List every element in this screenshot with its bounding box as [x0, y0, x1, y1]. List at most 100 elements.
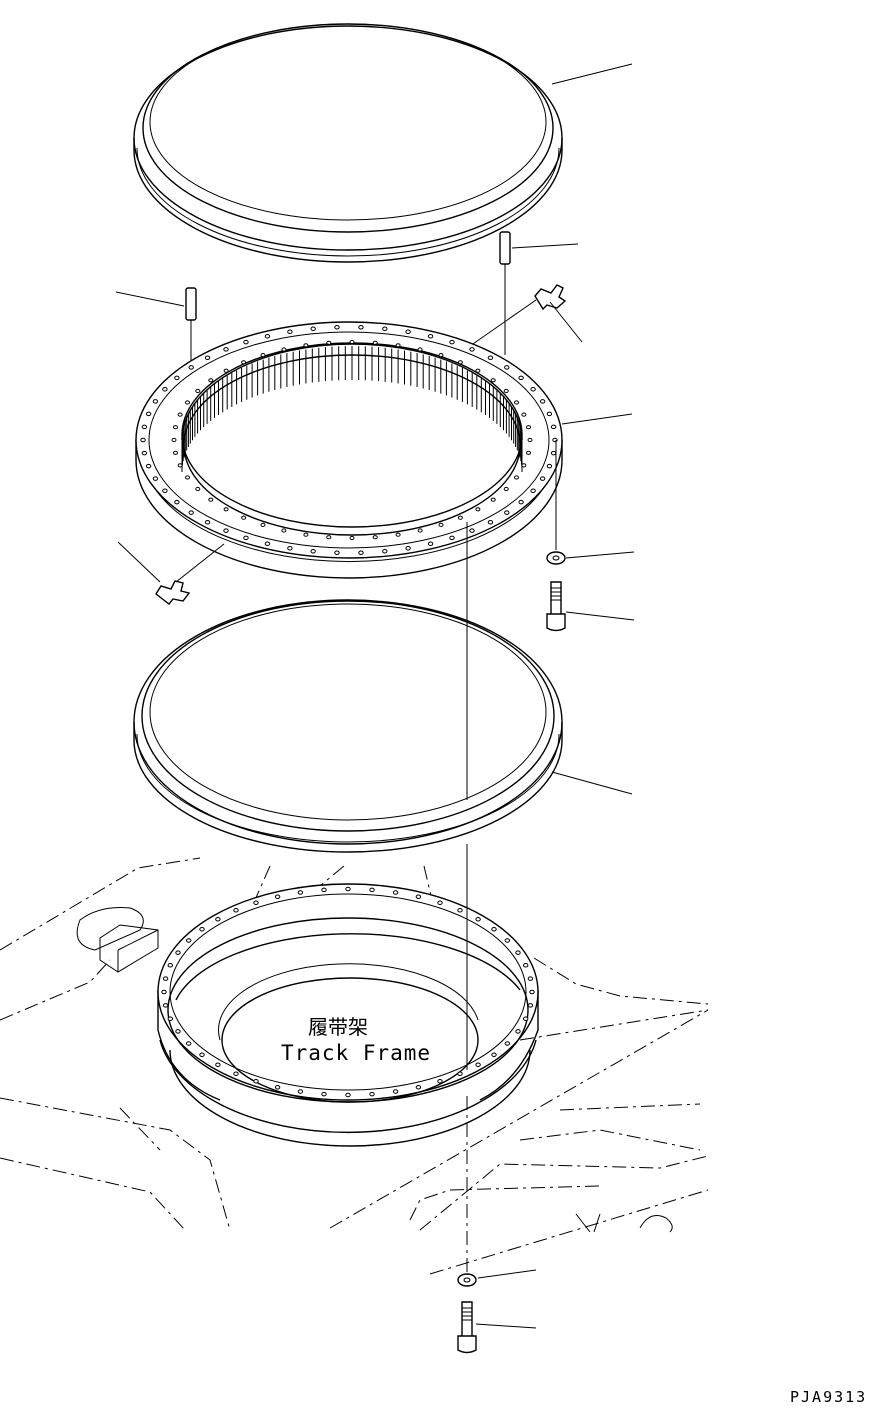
- bolt-hole: [438, 901, 442, 905]
- bolt-hole: [528, 438, 532, 441]
- bolt-hole: [200, 1053, 204, 1057]
- bolt-hole: [505, 939, 509, 943]
- bolt-lower: [458, 1302, 476, 1353]
- bolt-hole: [176, 1030, 180, 1034]
- bolt-hole: [491, 498, 495, 501]
- grease-fitting-upper: [470, 285, 565, 346]
- bolt-hole: [168, 964, 172, 968]
- bolt-hole: [304, 533, 308, 536]
- bolt-hole: [322, 888, 326, 892]
- bolt-hole: [522, 464, 526, 467]
- bolt-hole: [406, 330, 410, 334]
- bolt-hole: [261, 354, 265, 357]
- bolt-hole: [174, 451, 178, 454]
- track-frame-outline: [0, 858, 708, 1274]
- bolt-hole: [450, 536, 454, 540]
- bolt-hole: [327, 536, 331, 539]
- bolt-hole: [205, 520, 209, 524]
- bolt-hole: [311, 550, 315, 554]
- bolt-hole: [298, 1090, 302, 1094]
- bolt-hole: [172, 438, 176, 441]
- bolt-hole: [298, 891, 302, 895]
- bolt-hole: [189, 366, 193, 370]
- bolt-hole: [163, 489, 167, 493]
- lower-seal-ring: [134, 600, 562, 852]
- bolt-hole: [515, 476, 519, 479]
- bolt-hole: [224, 529, 228, 533]
- bolt-holes: [162, 887, 534, 1097]
- bolt-hole: [458, 516, 462, 519]
- bolt-hole: [186, 401, 190, 404]
- bolt-hole: [428, 334, 432, 338]
- leader-line-pin-right: [512, 244, 578, 248]
- bolt-hole: [244, 536, 248, 540]
- bolt-hole: [254, 901, 258, 905]
- bolt-hole: [282, 529, 286, 532]
- bolt-hole: [168, 1017, 172, 1021]
- leader-line-washer-lower: [478, 1270, 536, 1278]
- bolt-hole: [491, 379, 495, 382]
- bolt-hole: [254, 1079, 258, 1083]
- bolt-hole: [547, 412, 551, 416]
- track-frame-label-en: Track Frame: [281, 1041, 431, 1065]
- bolt-hole: [175, 376, 179, 380]
- bolt-hole: [275, 895, 279, 899]
- bolt-hole: [224, 369, 228, 372]
- bolt-hole: [476, 1063, 480, 1067]
- bolt-hole: [527, 451, 531, 454]
- bolt-hole: [540, 400, 544, 404]
- bolt-hole: [346, 1093, 350, 1097]
- bolt-right: [547, 582, 565, 631]
- bolt-hole: [224, 508, 228, 511]
- leader-line-grease-lower: [118, 542, 160, 582]
- bolt-hole: [175, 500, 179, 504]
- bolt-hole: [224, 348, 228, 352]
- bolt-hole: [335, 325, 339, 329]
- bolt-hole: [528, 1004, 532, 1008]
- bolt-hole: [416, 895, 420, 899]
- bolt-hole: [196, 487, 200, 490]
- bolt-hole: [553, 438, 557, 442]
- bolt-hole: [370, 888, 374, 892]
- bolt-hole: [396, 533, 400, 536]
- bolt-hole: [163, 1004, 167, 1008]
- bolt-hole: [359, 551, 363, 555]
- bolt-hole: [288, 330, 292, 334]
- bolt-hole: [476, 369, 480, 372]
- bolt-hole: [359, 325, 363, 329]
- bolt-hole: [492, 928, 496, 932]
- bolt-hole: [322, 1092, 326, 1096]
- bolt-hole: [470, 529, 474, 533]
- bolt-hole: [350, 536, 354, 539]
- bolt-hole: [505, 1042, 509, 1046]
- bolt-hole: [335, 551, 339, 555]
- bolt-hole: [242, 516, 246, 519]
- bolt-hole: [530, 990, 534, 994]
- bolt-hole: [311, 327, 315, 331]
- leader-line-bolt-lower: [476, 1324, 536, 1328]
- bolt-hole: [519, 376, 523, 380]
- bolt-hole: [522, 413, 526, 416]
- bolt-hole: [488, 520, 492, 524]
- leader-line-pin-left: [116, 292, 184, 306]
- bolt-hole: [439, 354, 443, 357]
- bolt-hole: [505, 366, 509, 370]
- bolt-hole: [396, 344, 400, 347]
- bolt-hole: [383, 327, 387, 331]
- bolt-hole: [153, 477, 157, 481]
- bolt-hole: [373, 536, 377, 539]
- bolt-hole: [234, 909, 238, 913]
- bolt-hole: [176, 951, 180, 955]
- bolt-hole: [162, 990, 166, 994]
- bolt-hole: [370, 1092, 374, 1096]
- bolt-hole: [476, 508, 480, 511]
- bolt-hole: [393, 891, 397, 895]
- bolt-hole: [200, 928, 204, 932]
- bolt-hole: [428, 542, 432, 546]
- bolt-hole: [282, 348, 286, 351]
- leader-line-upper-seal: [552, 64, 632, 84]
- bolt-hole: [531, 388, 535, 392]
- bolt-hole: [346, 887, 350, 891]
- bolt-hole: [516, 951, 520, 955]
